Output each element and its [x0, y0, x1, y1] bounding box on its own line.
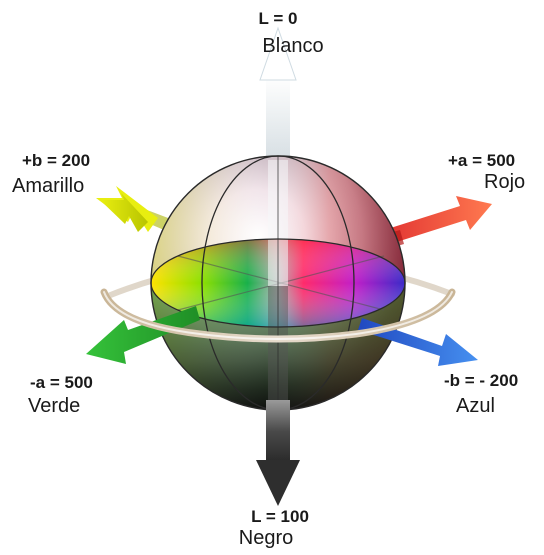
- l-axis-black-arrow: [256, 400, 300, 506]
- bottom-axis-equation: L = 100: [251, 507, 309, 526]
- upper-left-axis-equation: +b = 200: [22, 151, 91, 170]
- minus-a-green-arrow: [86, 306, 200, 364]
- upper-right-axis-name: Rojo: [484, 171, 526, 193]
- lower-left-axis-name: Verde: [28, 395, 81, 417]
- upper-right-axis-equation: +a = 500: [448, 151, 516, 170]
- top-axis-name: Blanco: [262, 35, 324, 57]
- lower-right-axis-equation: -b = - 200: [444, 371, 519, 390]
- lab-sphere: [150, 155, 406, 411]
- top-axis-equation: L = 0: [258, 9, 298, 28]
- lower-left-axis-equation: -a = 500: [30, 373, 93, 392]
- lower-right-axis-name: Azul: [456, 395, 495, 417]
- bottom-axis-name: Negro: [238, 527, 294, 549]
- upper-left-axis-name: Amarillo: [12, 175, 85, 197]
